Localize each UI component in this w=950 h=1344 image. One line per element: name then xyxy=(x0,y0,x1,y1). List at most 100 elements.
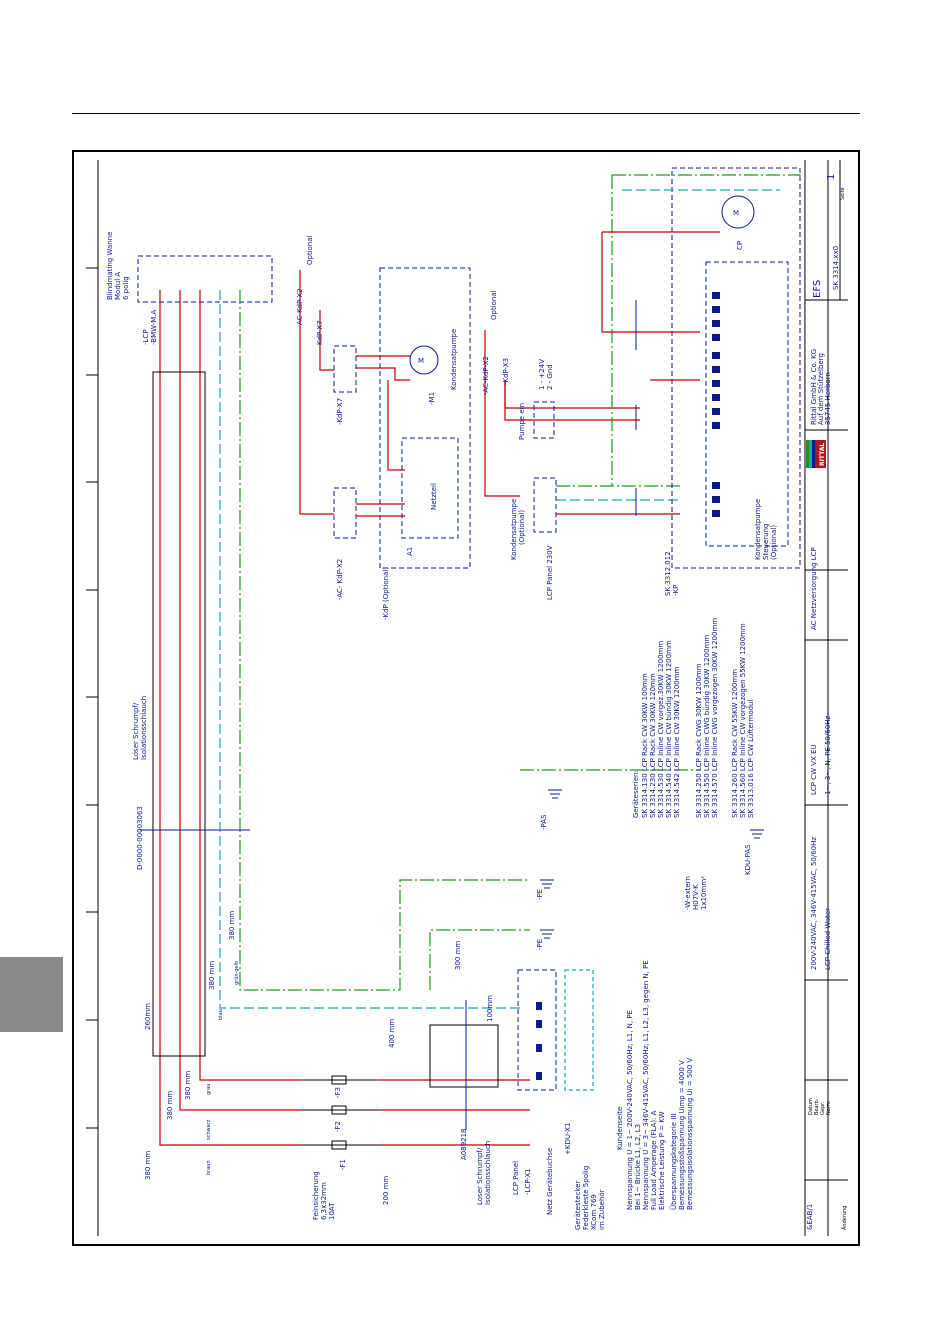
serien-7: SK 3314.550 LCP Inline CWG bündig 30KW 1… xyxy=(703,635,711,818)
kdp-optional-box xyxy=(379,267,471,569)
revision-label: &EAB/1 xyxy=(806,1204,814,1230)
efs-label: EFS xyxy=(812,280,823,298)
rittal-wordmark: RITTAL xyxy=(819,443,826,466)
kdp-x7-terminal xyxy=(333,345,357,393)
kdu-x1-label: +KDU-X1 xyxy=(564,1123,572,1155)
kdp-optional-label: -KdP (Optional) xyxy=(382,567,390,620)
bmw-label: -BMW-M.A xyxy=(150,309,158,345)
frame-ticks xyxy=(86,267,98,1129)
wire-color-grau: grau xyxy=(206,1084,212,1095)
geraetestecker-1: Gerätestecker xyxy=(574,1180,582,1230)
kunden-2: Bei 1~ Brücke L1, L2, L3 xyxy=(634,1124,642,1210)
pas-label: -PAS xyxy=(540,814,548,830)
sk3312-label: SK 3312.012 xyxy=(664,551,672,596)
len-100: 100mm xyxy=(486,995,494,1022)
motor-cp-glyph: M xyxy=(733,209,739,217)
title-block xyxy=(804,160,848,1236)
serien-4: SK 3314.540 LCP Inline CW bündig 30KW 12… xyxy=(665,640,673,818)
geraetestecker-4: im Zubehör xyxy=(598,1189,606,1230)
fuses xyxy=(300,1075,380,1150)
w-extern-1: -W-extern xyxy=(684,876,692,910)
supply-line-2: 2 - Gnd xyxy=(546,364,554,390)
wire-color-gruengelb: grün-gelb xyxy=(234,961,240,985)
kunden-4: Full Load Amperage (FLA): A xyxy=(650,1110,658,1210)
schematic-sheet xyxy=(72,150,860,1246)
serien-9: SK 3314.260 LCP Rack CW 55KW 1200mm xyxy=(731,669,739,818)
pe-label-2: -PE xyxy=(536,939,544,950)
loser2-line-2: Isolationsschlauch xyxy=(484,1141,492,1205)
kunden-3: Nennspannung U = 3~ 346V-415VAC, 50/60Hz… xyxy=(642,960,650,1210)
len-260: 260mm xyxy=(144,1003,152,1030)
kp-label: -KP xyxy=(672,585,680,596)
ac-kdp-x2b-label: -AC-KdP-X2 xyxy=(482,356,490,395)
voltage-title: 200V-240VAC, 346V-415VAC, 50/60Hz xyxy=(810,837,818,970)
lcp-cw-subtitle: 1~, 3~, N, PE 50/60Hz xyxy=(824,715,832,795)
motor-m1-glyph: M xyxy=(418,357,424,365)
serien-3: SK 3314.530 LCP Inline CW vorgez.30KW 12… xyxy=(657,641,665,818)
conduit-box xyxy=(152,371,206,1057)
serien-5: SK 3314.542 LCP Inline CW 30KW 1200mm xyxy=(673,666,681,818)
blindmating-line-3: 6 polig xyxy=(122,276,130,300)
ground-symbols xyxy=(540,789,764,939)
kdp-x7-top-label: KdP-X7 xyxy=(316,320,324,345)
w-extern-2: H07V-K xyxy=(692,884,700,910)
blindmating-line-1: Blindmating Wanne xyxy=(106,232,114,300)
company-line-3: 35745 Herborn xyxy=(824,372,832,425)
len-300: 300 mm xyxy=(454,941,462,970)
rittal-logo: RITTAL xyxy=(806,440,826,468)
geraetestecker-2: Federkleste 5polig xyxy=(582,1166,590,1230)
kond-steuerung-box xyxy=(705,261,789,547)
datum-label: Datum xyxy=(808,1098,814,1115)
kp-block xyxy=(671,167,801,569)
geraeteserien-list: Geräteserien: SK 3314.130 LCP Rack CW 30… xyxy=(632,618,755,818)
loser1-line-2: Isolationsschlauch xyxy=(140,696,148,760)
len-200: 200 mm xyxy=(382,1176,390,1205)
kond-steuer-1: Kondensatpumpe xyxy=(754,499,762,560)
gepr-label: Gepr. xyxy=(820,1101,826,1115)
lcp-x1-box xyxy=(517,969,557,1091)
a1-label: A1 xyxy=(406,547,414,556)
ac-kdp-x2-bottom-label: -AC- KdP-X2 xyxy=(336,559,344,600)
supply-line-1: 1 - +24V xyxy=(538,359,546,390)
a089218-box xyxy=(429,1024,499,1088)
kdp-wires xyxy=(299,270,640,517)
motor-cp-circle xyxy=(721,195,755,229)
feinsicherung-1: Feinsicherung xyxy=(312,1171,320,1220)
kond-opt-line-2: (Optional) xyxy=(518,510,526,545)
lcp-cw-title: LCP CW VX EU xyxy=(810,744,818,795)
optional-label-1: Optional xyxy=(306,235,314,265)
kond-steuer-2: Steuerung xyxy=(762,524,770,560)
kunden-8: Bemessungsisolationsspannung Ui = 500 V xyxy=(686,1058,694,1210)
f1-label: -F1 xyxy=(339,1159,347,1170)
kdp-x7-label: -KdP-X7 xyxy=(336,398,344,425)
serien-8: SK 3314.570 LCP Inline CWG vorgezogen 30… xyxy=(711,618,719,818)
kond-opt-wires xyxy=(556,485,680,515)
wire-color-braun: braun xyxy=(206,1160,212,1175)
cp-wires xyxy=(601,174,801,516)
lcp-230v-label: LCP Panel 230V xyxy=(546,545,554,600)
blindmating-line-2: Modul A xyxy=(114,272,122,300)
kond-opt-line-1: Kondensatpumpe xyxy=(510,499,518,560)
bearb-label: Bearb. xyxy=(814,1098,820,1115)
kdp-x3-label: -KdP-X3 xyxy=(502,358,510,385)
loser1-line-1: Loser Schrumpf/ xyxy=(132,702,140,760)
m1-label: -M1 xyxy=(428,392,436,405)
feinsicherung-3: 10AT xyxy=(328,1202,336,1220)
kunden-7: Bemessungsstoßspannung Uimp = 4000 V xyxy=(678,1060,686,1210)
pumpe-ein-terminal xyxy=(533,401,555,439)
kunden-5: Elektrische Leistung P = KW xyxy=(658,1111,666,1210)
voltage-subtitle: LCP Chilled Water xyxy=(824,908,832,970)
page-number: 1 xyxy=(826,174,837,180)
header-rule xyxy=(72,113,860,114)
kdp-x2-terminal xyxy=(333,487,357,539)
lcp-x1-label: -LCP-X1 xyxy=(524,1168,532,1195)
len-400: 400 mm xyxy=(388,1019,396,1048)
lcp-panel-label: LCP Panel xyxy=(512,1161,520,1195)
serien-10: SK 3314.560 LCP Inline CW vorgezogen 55K… xyxy=(739,623,747,818)
kondensatpumpe-label: Kondensatpumpe xyxy=(450,329,458,390)
pumpe-ein-label: Pumpe ein xyxy=(518,403,526,440)
kunden-6: Überspannungskategorie III xyxy=(669,1113,678,1210)
motor-m1-circle xyxy=(409,345,439,375)
ac-kdp-x2-label: AC-KdP-X2 xyxy=(296,288,304,325)
